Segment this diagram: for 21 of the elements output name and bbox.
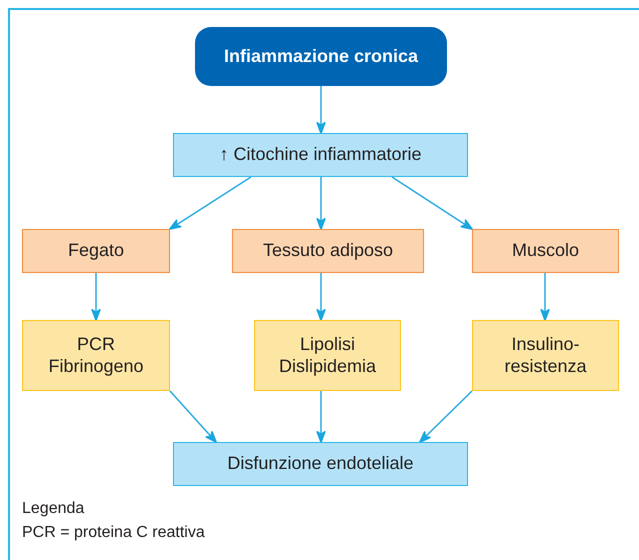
legend-note: PCR = proteina C reattiva bbox=[22, 524, 205, 542]
arrow bbox=[316, 391, 326, 444]
process-box: ↑ Citochine infiammatorie bbox=[173, 133, 468, 177]
arrow bbox=[316, 177, 326, 230]
arrow bbox=[540, 273, 550, 322]
title-box: Infiammazione cronica bbox=[195, 27, 447, 86]
legend-heading: Legenda bbox=[22, 500, 84, 518]
effect-box: Insulino- resistenza bbox=[472, 320, 619, 391]
arrow bbox=[316, 86, 326, 134]
arrow bbox=[168, 176, 252, 230]
organ-box: Fegato bbox=[22, 229, 170, 273]
effect-box: Lipolisi Dislipidemia bbox=[254, 320, 401, 391]
arrow bbox=[316, 273, 326, 322]
organ-box: Muscolo bbox=[472, 229, 619, 273]
arrow bbox=[169, 390, 218, 444]
outcome-box: Disfunzione endoteliale bbox=[173, 442, 468, 486]
arrow bbox=[91, 273, 101, 322]
organ-box: Tessuto adiposo bbox=[232, 229, 424, 273]
arrow bbox=[418, 390, 473, 444]
arrow bbox=[392, 176, 474, 230]
effect-box: PCR Fibrinogeno bbox=[22, 320, 170, 391]
